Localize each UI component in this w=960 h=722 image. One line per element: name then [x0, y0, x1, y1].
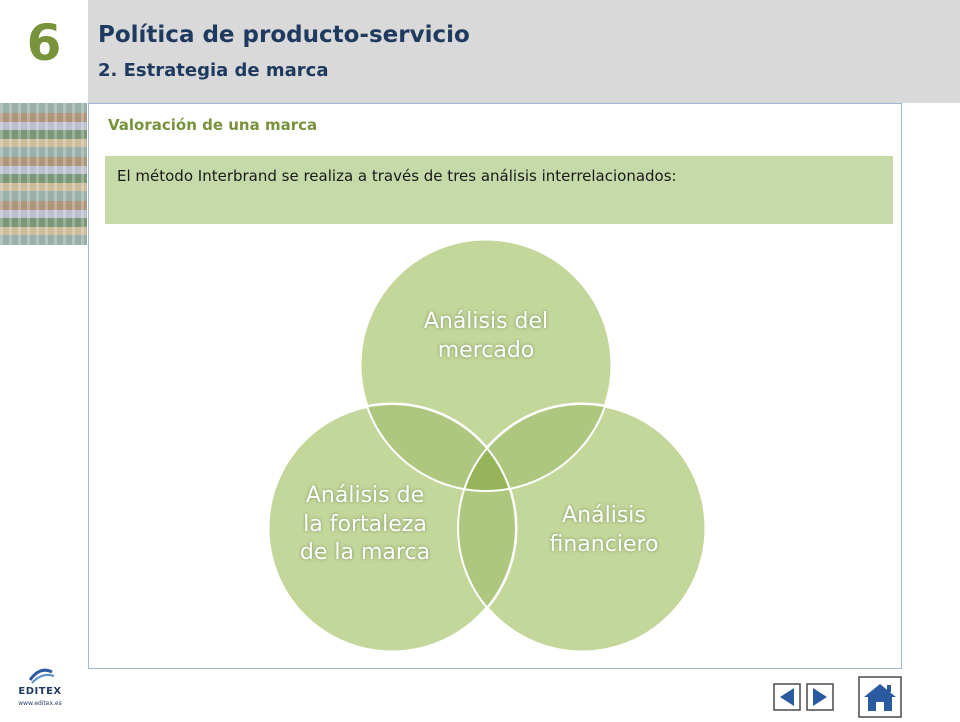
- label-financial-line-2: financiero: [549, 531, 659, 557]
- page-title: Política de producto-servicio: [98, 22, 470, 48]
- home-button[interactable]: [858, 676, 902, 718]
- label-strength-line-1: Análisis de: [305, 483, 425, 508]
- next-button[interactable]: [806, 683, 834, 711]
- supermarket-photo: [0, 103, 87, 245]
- label-brand-strength: Análisis de la fortaleza de la marca: [265, 482, 465, 568]
- chapter-number: 6: [26, 14, 62, 72]
- label-strength-line-3: de la marca: [299, 540, 431, 566]
- intro-box: El método Interbrand se realiza a través…: [105, 156, 893, 224]
- triangle-left-icon: [773, 683, 801, 711]
- label-market-line-2: mercado: [437, 337, 535, 363]
- home-icon: [858, 676, 902, 718]
- label-financial: Análisis financiero: [504, 502, 704, 559]
- label-strength-line-2: la fortaleza: [303, 511, 427, 537]
- intro-text: El método Interbrand se realiza a través…: [117, 167, 677, 185]
- triangle-right-icon: [806, 683, 834, 711]
- label-financial-line-1: Análisis: [562, 503, 646, 528]
- logo-url: www.editex.es: [18, 700, 62, 707]
- editex-logo: EDITEX www.editex.es: [12, 664, 68, 712]
- previous-button[interactable]: [773, 683, 801, 711]
- label-market: Análisis del mercado: [386, 308, 586, 365]
- section-heading: Valoración de una marca: [108, 116, 318, 134]
- overlap-market-financial: [458, 404, 612, 491]
- logo-name: EDITEX: [18, 686, 62, 697]
- header-bar: [88, 0, 960, 103]
- overlap-market-strength: [360, 404, 516, 491]
- label-market-line-1: Análisis del: [423, 309, 549, 334]
- page-subtitle: 2. Estrategia de marca: [98, 60, 329, 81]
- logo-mark-icon: [28, 668, 55, 684]
